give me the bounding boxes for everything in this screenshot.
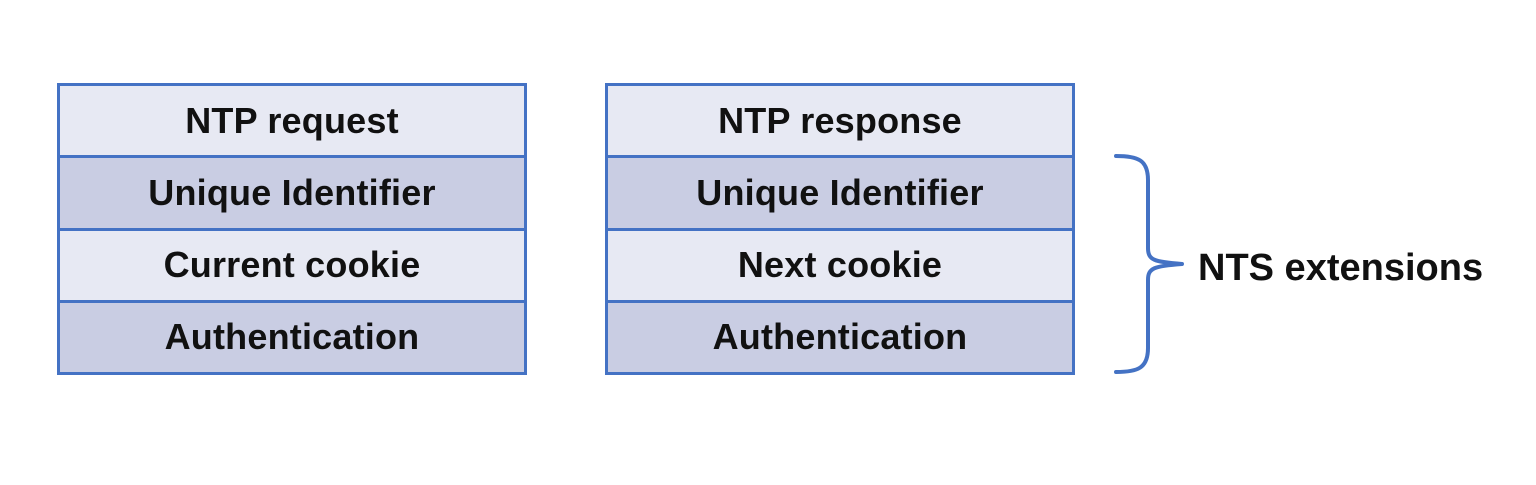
ntp-response-table: NTP response Unique Identifier Next cook…	[605, 83, 1075, 375]
nts-extensions-label: NTS extensions	[1198, 247, 1484, 289]
cell-ntp-response: NTP response	[608, 86, 1072, 159]
cell-current-cookie: Current cookie	[60, 230, 524, 303]
ntp-request-table: NTP request Unique Identifier Current co…	[57, 83, 527, 375]
cell-ntp-request: NTP request	[60, 86, 524, 159]
cell-request-unique-identifier: Unique Identifier	[60, 158, 524, 231]
cell-request-authentication: Authentication	[60, 302, 524, 372]
curly-brace-icon	[1114, 154, 1184, 374]
cell-response-authentication: Authentication	[608, 302, 1072, 372]
cell-next-cookie: Next cookie	[608, 230, 1072, 303]
cell-response-unique-identifier: Unique Identifier	[608, 158, 1072, 231]
